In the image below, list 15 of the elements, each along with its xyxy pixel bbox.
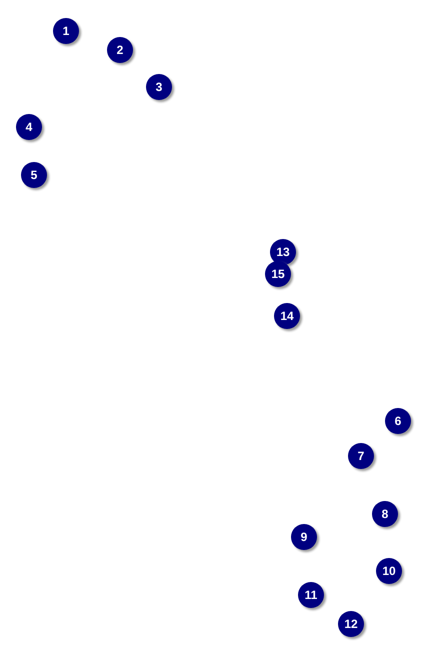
callout-number: 7 <box>348 443 374 469</box>
callout-number: 15 <box>265 261 291 287</box>
callout-number: 12 <box>338 611 364 637</box>
callout-number: 14 <box>274 303 300 329</box>
callout-number: 9 <box>291 524 317 550</box>
callout-number: 4 <box>16 114 42 140</box>
callout-number: 11 <box>298 582 324 608</box>
callout-number: 2 <box>107 37 133 63</box>
callout-number: 6 <box>385 408 411 434</box>
callout-number: 1 <box>53 18 79 44</box>
callout-number: 13 <box>270 239 296 265</box>
callout-number: 5 <box>21 162 47 188</box>
callout-number: 3 <box>146 74 172 100</box>
callout-number: 8 <box>372 501 398 527</box>
callout-number: 10 <box>376 558 402 584</box>
